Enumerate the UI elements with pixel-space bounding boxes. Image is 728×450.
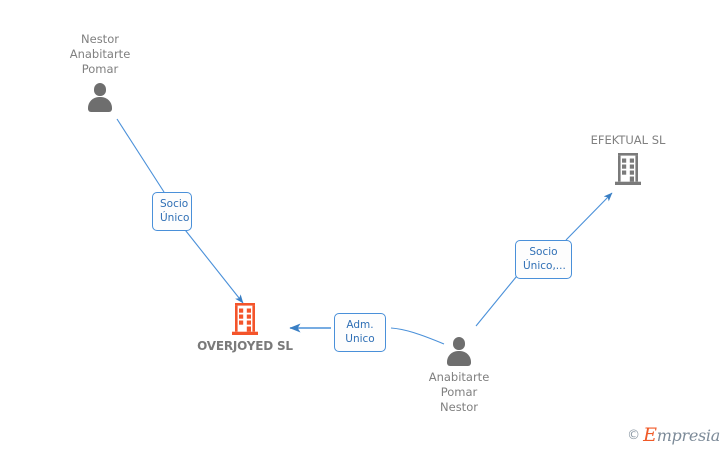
person-icon (85, 82, 115, 112)
person-body-shape (447, 351, 471, 366)
person-icon (444, 336, 474, 366)
copyright-icon: © (627, 428, 641, 443)
building-icon (232, 303, 258, 335)
node-person-nestor-top[interactable]: Nestor Anabitarte Pomar (35, 32, 165, 112)
brand-wordmark: Empresia (643, 424, 721, 446)
edge-label-adm-unico-overjoyed[interactable]: Adm. Unico (334, 313, 386, 352)
edge-label-socio-unico-overjoyed[interactable]: Socio Único (152, 192, 192, 231)
node-label-company-overjoyed: OVERJOYED SL (197, 339, 293, 353)
edge-nestor-to-overjoyed (116, 118, 244, 304)
node-person-anabitarte-bottom[interactable]: Anabitarte Pomar Nestor (394, 336, 524, 415)
edge-anabitarte-to-efektual (475, 192, 613, 327)
node-company-efektual[interactable]: EFEKTUAL SL (563, 133, 693, 185)
node-label-person-anabitarte-bottom: Anabitarte Pomar Nestor (428, 370, 490, 414)
building-icon (615, 153, 641, 185)
node-label-company-efektual: EFEKTUAL SL (590, 133, 666, 147)
brand-rest: mpresia (656, 426, 721, 445)
person-head-shape (94, 83, 106, 96)
person-body-shape (88, 97, 112, 112)
node-company-overjoyed[interactable]: OVERJOYED SL (180, 303, 310, 354)
brand-initial: E (643, 424, 657, 446)
watermark-empresia: © Empresia (627, 424, 721, 446)
edge-anabitarte-to-overjoyed (289, 323, 445, 345)
person-head-shape (453, 337, 465, 350)
node-label-person-nestor-top: Nestor Anabitarte Pomar (69, 32, 131, 76)
edge-label-socio-unico-efektual[interactable]: Socio Único,... (515, 240, 572, 279)
